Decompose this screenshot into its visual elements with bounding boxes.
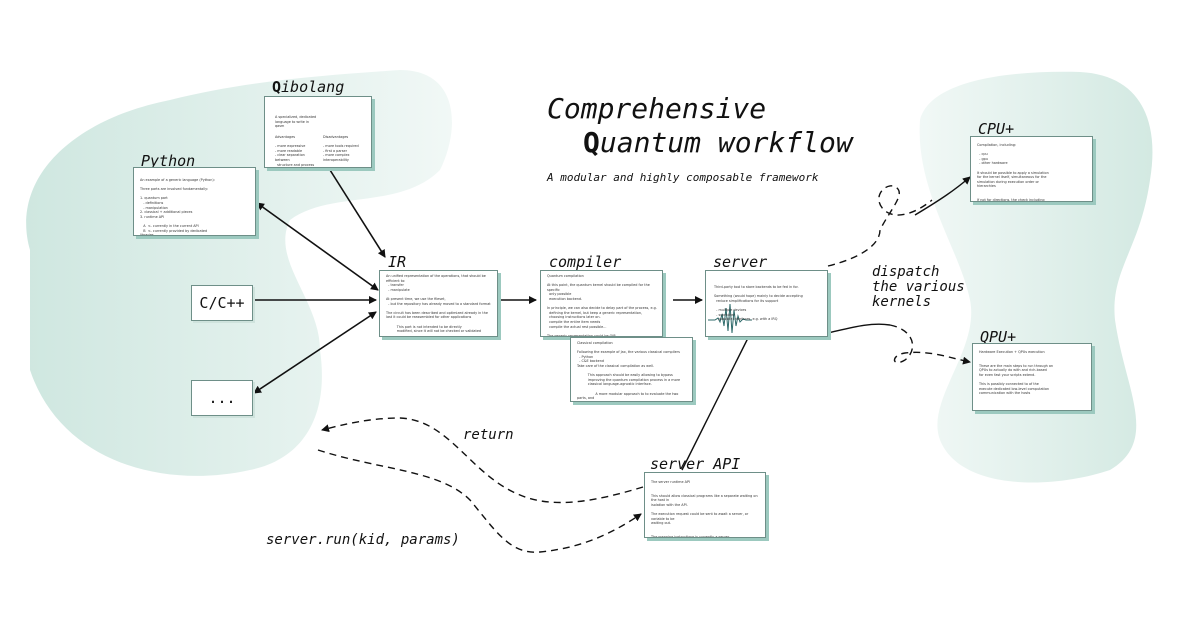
qibolang-card: A specialized, dedicated language to wri… xyxy=(264,96,372,168)
ir-card: An unified representation of the operati… xyxy=(379,270,498,337)
arrow-other-ir xyxy=(253,311,377,394)
qpu-card: Hardware Execution + QPUs execution Thes… xyxy=(972,343,1092,411)
server-label: server xyxy=(713,253,768,271)
title-q-initial: Q xyxy=(583,126,600,159)
python-card: An example of a generic language (Python… xyxy=(133,167,256,236)
left-language-blob xyxy=(26,70,452,476)
server-api-label: server API xyxy=(650,455,741,473)
qibolang-disadvantages: Disadvantages - more tools required - fi… xyxy=(323,135,359,162)
qpu-text: Hardware Execution + QPUs execution Thes… xyxy=(979,350,1054,396)
dashed-dispatch-qpu xyxy=(889,324,971,365)
qibolang-label: Qibolang xyxy=(272,78,344,96)
server-run-label: server.run(kid, params) xyxy=(266,532,460,548)
diagram-title-line1: Comprehensive xyxy=(547,92,767,125)
ir-text: An unified representation of the operati… xyxy=(386,274,491,334)
qpu-label: QPU+ xyxy=(980,328,1017,346)
cpu-label: CPU+ xyxy=(978,120,1015,138)
arrow-python-ir xyxy=(256,202,379,291)
server-card: Third-party tool to store backends to be… xyxy=(705,270,828,337)
qibolang-q-initial: Q xyxy=(272,78,282,96)
cpp-box: C/C++ xyxy=(191,285,253,321)
ir-label: IR xyxy=(388,253,407,271)
diagram-title-line2: Quantum workflow xyxy=(583,126,853,159)
qibolang-text: A specialized, dedicated language to wri… xyxy=(275,115,317,129)
dashed-server-run xyxy=(317,449,642,553)
dispatch-label-line2: the various xyxy=(872,279,965,295)
arrow-dispatch-cpu xyxy=(914,176,971,216)
cpu-card: Compilation, including: - cpu - gpu - ot… xyxy=(970,136,1093,202)
dispatch-label-line1: dispatch xyxy=(872,264,940,280)
dispatch-label-line3: kernels xyxy=(872,294,932,310)
classical-text: Classical compilation Following the exam… xyxy=(577,341,681,401)
dashed-return xyxy=(321,417,644,504)
right-hardware-blob xyxy=(919,71,1153,483)
compiler-text: Quantum compilation At this point, the q… xyxy=(547,274,657,337)
cpp-label: C/C++ xyxy=(199,294,245,312)
waveform-icon xyxy=(708,303,752,334)
dashed-dispatch-cpu xyxy=(827,185,933,267)
server-api-text: The server runtime API This should allow… xyxy=(651,480,758,538)
python-label: Python xyxy=(141,152,196,170)
cpu-text: Compilation, including: - cpu - gpu - ot… xyxy=(977,143,1049,202)
line-serverapi-server xyxy=(681,337,749,471)
qibolang-advantages: Advantages - more expressive - more read… xyxy=(275,135,315,167)
diagram-subtitle: A modular and highly composable framewor… xyxy=(547,171,819,184)
server-text: Third-party tool to store backends to be… xyxy=(714,285,803,322)
compiler-label: compiler xyxy=(549,253,622,271)
server-api-card: The server runtime API This should allow… xyxy=(644,472,766,538)
python-text: An example of a generic language (Python… xyxy=(140,178,215,236)
other-label: ... xyxy=(208,389,236,407)
title-rest: uantum workflow xyxy=(599,126,853,159)
compiler-card: Quantum compilation At this point, the q… xyxy=(540,270,663,337)
return-label: return xyxy=(463,427,514,443)
qibolang-rest: ibolang xyxy=(281,78,345,96)
line-dispatch-qpu xyxy=(827,323,891,334)
other-languages-box: ... xyxy=(191,380,253,416)
classical-compilation-card: Classical compilation Following the exam… xyxy=(570,337,693,402)
